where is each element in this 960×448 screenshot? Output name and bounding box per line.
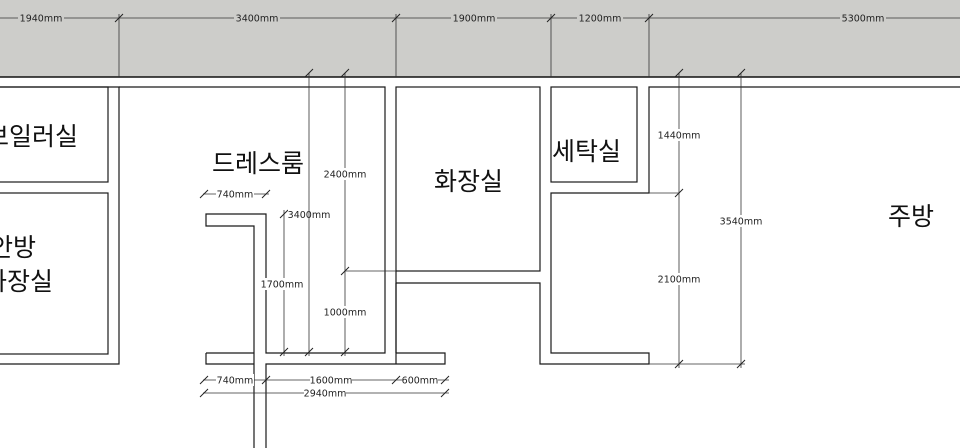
- dim-740-bottom: 740mm: [217, 376, 254, 387]
- dim-5300: 5300mm: [842, 14, 885, 25]
- laundry-kitchen-dimensions: 1440mm 2100mm 3540mm: [649, 68, 763, 369]
- master-bath-outline: [0, 192, 109, 355]
- dressroom-dimensions: 740mm 3400mm 2400mm 1700mm 1000mm: [199, 68, 396, 357]
- dim-2400: 2400mm: [324, 170, 367, 181]
- dressroom-outline: [119, 86, 386, 448]
- dim-600: 600mm: [402, 376, 439, 387]
- dim-1600: 1600mm: [310, 376, 353, 387]
- room-label-master-line1: 안방: [0, 233, 36, 262]
- walls: [0, 86, 960, 448]
- dim-1000: 1000mm: [324, 308, 367, 319]
- dim-2940: 2940mm: [304, 389, 347, 400]
- dim-3400-top: 3400mm: [236, 14, 279, 25]
- room-label-master-line2: 화장실: [0, 267, 53, 296]
- room-labels: 보일러실 안방 화장실 드레스룸 화장실 세탁실 주방: [0, 122, 934, 296]
- room-label-boiler: 보일러실: [0, 122, 78, 151]
- dim-1940: 1940mm: [20, 14, 63, 25]
- bottom-dimensions: 740mm 1600mm 600mm 2940mm: [199, 374, 450, 400]
- laundry-outline: [550, 86, 638, 183]
- room-label-kitchen: 주방: [888, 202, 934, 231]
- dim-3540: 3540mm: [720, 217, 763, 228]
- room-label-laundry: 세탁실: [552, 137, 621, 166]
- dim-1900: 1900mm: [453, 14, 496, 25]
- top-dimension-chain: 1940mm 3400mm 1900mm 1200mm 5300mm: [0, 12, 960, 77]
- dim-1700: 1700mm: [261, 280, 304, 291]
- dim-1440: 1440mm: [658, 131, 701, 142]
- dim-1200: 1200mm: [579, 14, 622, 25]
- bathroom-outline: [395, 86, 541, 272]
- dim-2100: 2100mm: [658, 275, 701, 286]
- room-label-dressroom: 드레스룸: [212, 149, 304, 178]
- dim-740-dress: 740mm: [217, 190, 254, 201]
- room-label-bathroom: 화장실: [434, 167, 503, 196]
- top-band: [0, 0, 960, 77]
- boiler-room-outline: [0, 86, 109, 183]
